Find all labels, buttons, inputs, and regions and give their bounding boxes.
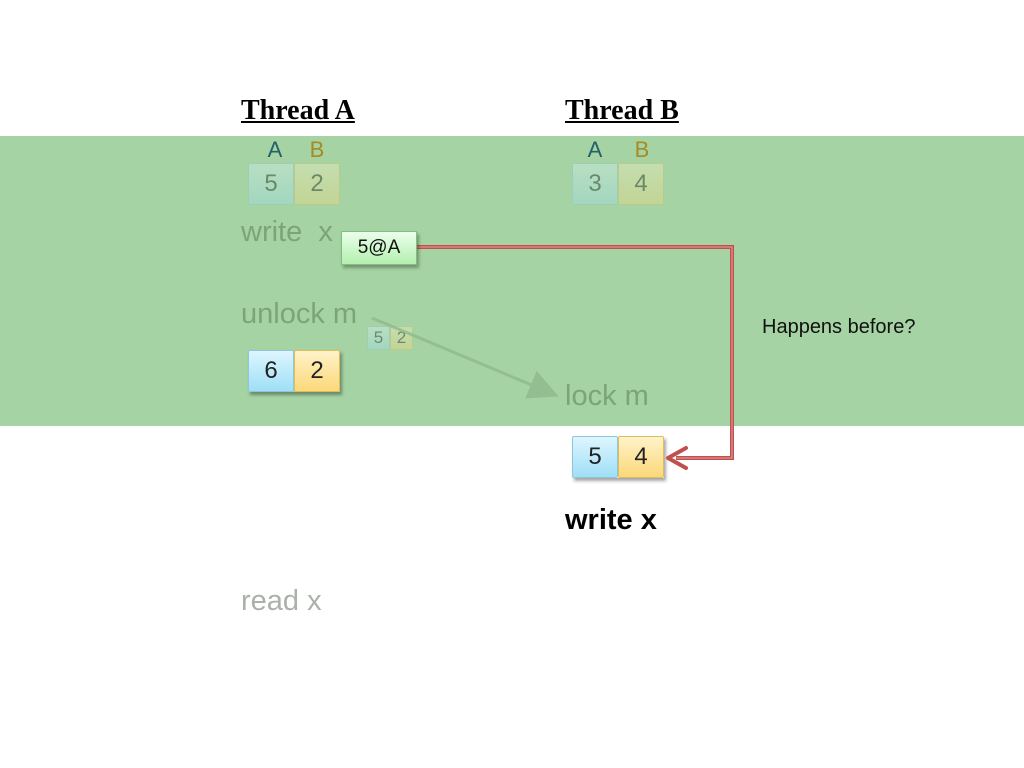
clock-cell-b: 2 <box>294 350 340 392</box>
clock-cell-a: 6 <box>248 350 294 392</box>
thread-b-lock-op: lock m <box>565 380 649 412</box>
thread-a-clock-after-unlock: 6 2 <box>248 350 340 392</box>
lock-message-arrow <box>371 316 559 399</box>
thread-b-title: Thread B <box>565 95 679 126</box>
happens-before-arrowhead <box>666 446 688 470</box>
thread-b-write-op: write x <box>565 504 657 536</box>
happens-before-note: Happens before? <box>762 316 916 338</box>
clock-cell-b: 4 <box>618 436 664 478</box>
thread-a-read-op: read x <box>241 585 322 617</box>
thread-b-initial-clock: 3 4 <box>572 163 664 205</box>
clock-cell-b: 2 <box>294 163 340 205</box>
thread-a-title: Thread A <box>241 95 355 126</box>
thread-a-unlock-op: unlock m <box>241 298 358 330</box>
write-epoch-tag: 5@A <box>341 231 417 265</box>
thread-b-clock-after-lock: 5 4 <box>572 436 664 478</box>
clock-cell-a: 5 <box>572 436 618 478</box>
clock-cell-a: 5 <box>248 163 294 205</box>
thread-a-write-op: write x <box>241 216 333 248</box>
thread-a-initial-clock: 5 2 <box>248 163 340 205</box>
thread-a-col-a-label: A <box>267 137 283 162</box>
happens-before-arrow-inner <box>417 246 733 459</box>
happens-before-arrow <box>417 245 734 460</box>
thread-a-col-b-label: B <box>309 137 325 162</box>
clock-cell-b: 4 <box>618 163 664 205</box>
message-cell-a: 5 <box>367 326 390 350</box>
thread-b-col-b-label: B <box>634 137 650 162</box>
clock-cell-a: 3 <box>572 163 618 205</box>
thread-b-col-a-label: A <box>587 137 603 162</box>
